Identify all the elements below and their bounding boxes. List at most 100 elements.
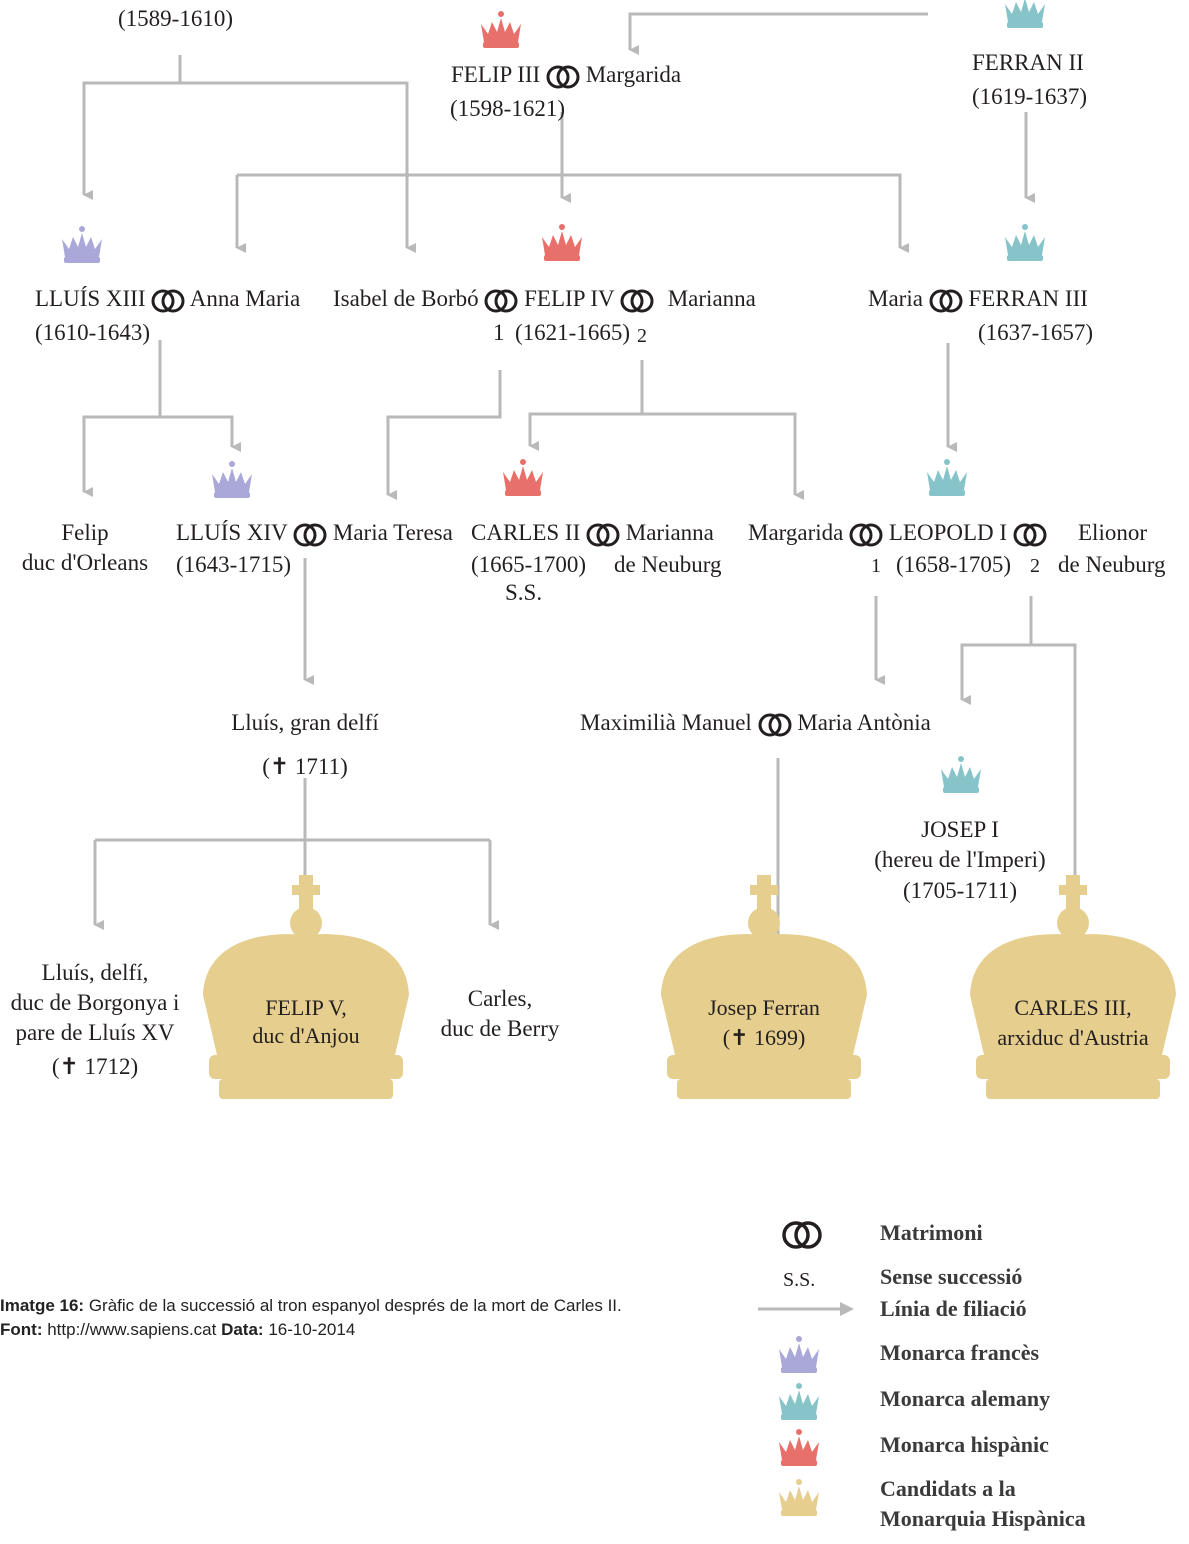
maximilia-line: Maximilià Manuel Maria Antònia bbox=[580, 708, 931, 737]
ferran2-dates: (1619-1637) bbox=[972, 84, 1087, 109]
carles-berry-2: duc de Berry bbox=[440, 1016, 560, 1041]
felip3-name: FELIP III bbox=[451, 62, 541, 87]
carles2-name: CARLES II bbox=[471, 520, 581, 545]
marriage-rings-icon bbox=[293, 523, 327, 547]
marriage-rings-icon bbox=[586, 523, 620, 547]
marriage-rings-icon bbox=[1013, 523, 1047, 547]
caption-label: Imatge 16: bbox=[0, 1296, 85, 1315]
lluis13-dates: (1610-1643) bbox=[35, 320, 150, 345]
felip4-name: FELIP IV bbox=[524, 286, 615, 311]
delfi-4: (✝ 1712) bbox=[51, 1054, 139, 1079]
legend-ss-symbol: S.S. bbox=[783, 1269, 816, 1291]
legend-crown-icon-french bbox=[776, 1335, 822, 1375]
margarida2: Margarida bbox=[748, 520, 844, 545]
felip5-1: FELIP V, bbox=[265, 995, 347, 1020]
carles3-2: arxiduc d'Austria bbox=[997, 1025, 1149, 1050]
legend-ss: Sense successió bbox=[880, 1264, 1023, 1289]
felip-orleans-2: duc d'Orleans bbox=[21, 550, 149, 575]
marriage-rings-icon bbox=[484, 289, 518, 313]
carles2-ss: S.S. bbox=[505, 580, 543, 605]
marianna-neuburg-1: Marianna bbox=[625, 520, 714, 545]
date-label: Data: bbox=[221, 1320, 264, 1339]
big-crown-icon-josep-ferran bbox=[653, 875, 875, 1112]
felip4-n2: 2 bbox=[637, 325, 647, 347]
legend-frances: Monarca francès bbox=[880, 1340, 1040, 1365]
crown-icon-french-lluis14 bbox=[209, 460, 255, 500]
josep-ferran-1: Josep Ferran bbox=[708, 995, 820, 1020]
carles2-line: CARLES II Marianna bbox=[471, 518, 714, 547]
legend-hispanic: Monarca hispànic bbox=[880, 1432, 1049, 1457]
legend-crown-icon-hispanic bbox=[776, 1428, 822, 1468]
marriage-rings-icon bbox=[620, 289, 654, 313]
date-value: 16-10-2014 bbox=[263, 1320, 356, 1339]
crown-icon-hispanic-carles2 bbox=[500, 458, 546, 498]
ferran3-name: FERRAN III bbox=[968, 286, 1088, 311]
delfi-1: Lluís, delfí, bbox=[41, 960, 149, 985]
leopold-name: LEOPOLD I bbox=[888, 520, 1008, 545]
felip4-dates: (1621-1665) bbox=[515, 320, 630, 345]
leopold-dates: (1658-1705) bbox=[896, 552, 1011, 577]
marriage-rings-icon bbox=[151, 289, 185, 313]
josep1-1: JOSEP I bbox=[921, 817, 999, 842]
felip3-line: FELIP III Margarida bbox=[451, 60, 681, 89]
legend-marriage-rings-icon bbox=[782, 1221, 822, 1249]
source-label: Font: bbox=[0, 1320, 43, 1339]
isabel-borbo: Isabel de Borbó bbox=[333, 286, 479, 311]
big-crown-icon-carles3 bbox=[962, 875, 1184, 1112]
crown-icon-german-leopold bbox=[924, 458, 970, 498]
marriage-rings-icon bbox=[546, 65, 580, 89]
legend-crown-icon-candidate bbox=[776, 1478, 822, 1518]
lluis13-line: LLUÍS XIII Anna Maria bbox=[35, 284, 300, 313]
henri-dates: (1589-1610) bbox=[118, 6, 233, 31]
crown-icon-german-josep1 bbox=[938, 755, 984, 795]
leopold-n2: 2 bbox=[1030, 555, 1040, 577]
legend-candidats-2: Monarquia Hispànica bbox=[880, 1506, 1086, 1531]
elionor-2: de Neuburg bbox=[1058, 552, 1166, 577]
legend-crown-icon-german bbox=[776, 1382, 822, 1422]
josep1-2: (hereu de l'Imperi) bbox=[874, 847, 1046, 872]
elionor-1: Elionor bbox=[1078, 520, 1147, 545]
josep1-3: (1705-1711) bbox=[902, 878, 1018, 903]
carles3-1: CARLES III, bbox=[1014, 995, 1132, 1020]
felip4-n1: 1 bbox=[493, 320, 505, 345]
felip3-dates: (1598-1621) bbox=[450, 96, 565, 121]
marianna: Marianna bbox=[667, 286, 756, 311]
crown-icon-hispanic-felip3 bbox=[478, 10, 524, 50]
lluis14-line: LLUÍS XIV Maria Teresa bbox=[176, 518, 453, 547]
felip3-spouse: Margarida bbox=[585, 62, 682, 87]
caption-text: Gràfic de la successió al tron espanyol … bbox=[84, 1296, 622, 1315]
maria: Maria bbox=[868, 286, 923, 311]
legend-filiacio: Línia de filiació bbox=[880, 1296, 1027, 1321]
maria-antonia: Maria Antònia bbox=[797, 710, 931, 735]
lluis14-name: LLUÍS XIV bbox=[176, 520, 288, 545]
crown-icon-german-ferran2 bbox=[1002, 0, 1048, 30]
figure-caption: Imatge 16: Gràfic de la successió al tro… bbox=[0, 1294, 690, 1342]
marriage-rings-icon bbox=[929, 289, 963, 313]
maria-teresa: Maria Teresa bbox=[332, 520, 453, 545]
ferran3-line: Maria FERRAN III bbox=[868, 284, 1088, 313]
leopold-line: Margarida LEOPOLD I bbox=[748, 518, 1047, 547]
felip5-2: duc d'Anjou bbox=[252, 1023, 360, 1048]
lluis13-name: LLUÍS XIII bbox=[35, 286, 146, 311]
delfi-2: duc de Borgonya i bbox=[10, 990, 180, 1015]
gran-delfi: Lluís, gran delfí bbox=[231, 710, 379, 735]
marianna-neuburg-2: de Neuburg bbox=[614, 552, 722, 577]
carles-berry-1: Carles, bbox=[467, 986, 533, 1011]
big-crown-icon-felip5 bbox=[195, 875, 417, 1112]
felip4-line: Isabel de Borbó FELIP IV Marianna bbox=[333, 284, 756, 313]
ferran2-name: FERRAN II bbox=[972, 50, 1084, 75]
maximilia: Maximilià Manuel bbox=[580, 710, 752, 735]
lluis14-dates: (1643-1715) bbox=[176, 552, 291, 577]
leopold-n1: 1 bbox=[871, 555, 881, 577]
legend-arrow-icon bbox=[758, 1302, 854, 1316]
legend-candidats-1: Candidats a la bbox=[880, 1476, 1016, 1501]
carles2-dates: (1665-1700) bbox=[471, 552, 586, 577]
felip-orleans-1: Felip bbox=[61, 520, 109, 545]
crown-icon-german-ferran3 bbox=[1002, 223, 1048, 263]
legend-matrimoni: Matrimoni bbox=[880, 1220, 983, 1245]
josep-ferran-2: (✝ 1699) bbox=[722, 1025, 806, 1050]
marriage-rings-icon bbox=[849, 523, 883, 547]
marriage-rings-icon bbox=[758, 713, 792, 737]
gran-delfi-death: (✝ 1711) bbox=[262, 754, 348, 779]
